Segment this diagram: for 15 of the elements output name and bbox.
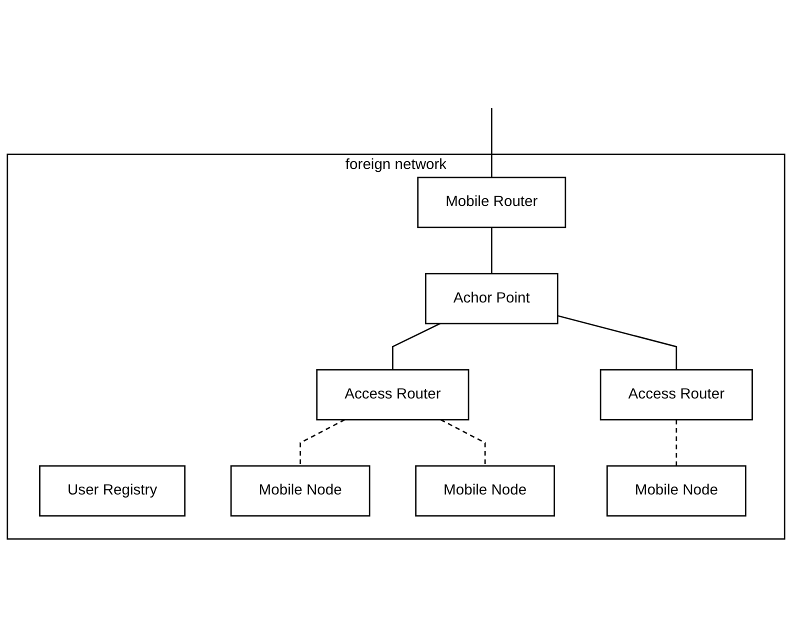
connector bbox=[300, 419, 346, 466]
node-box: Access Router bbox=[600, 369, 753, 421]
connector bbox=[440, 419, 486, 466]
connector bbox=[676, 420, 678, 466]
node-box: Mobile Node bbox=[415, 466, 556, 517]
connector bbox=[392, 323, 441, 370]
connector bbox=[490, 108, 492, 178]
node-box: Access Router bbox=[316, 369, 470, 421]
node-box: Achor Point bbox=[424, 273, 558, 325]
node-box: Mobile Node bbox=[606, 466, 746, 517]
connector bbox=[557, 315, 678, 370]
node-box: Mobile Router bbox=[417, 177, 566, 228]
connector bbox=[490, 228, 492, 274]
node-box: User Registry bbox=[39, 466, 186, 517]
node-box: Mobile Node bbox=[230, 466, 370, 517]
